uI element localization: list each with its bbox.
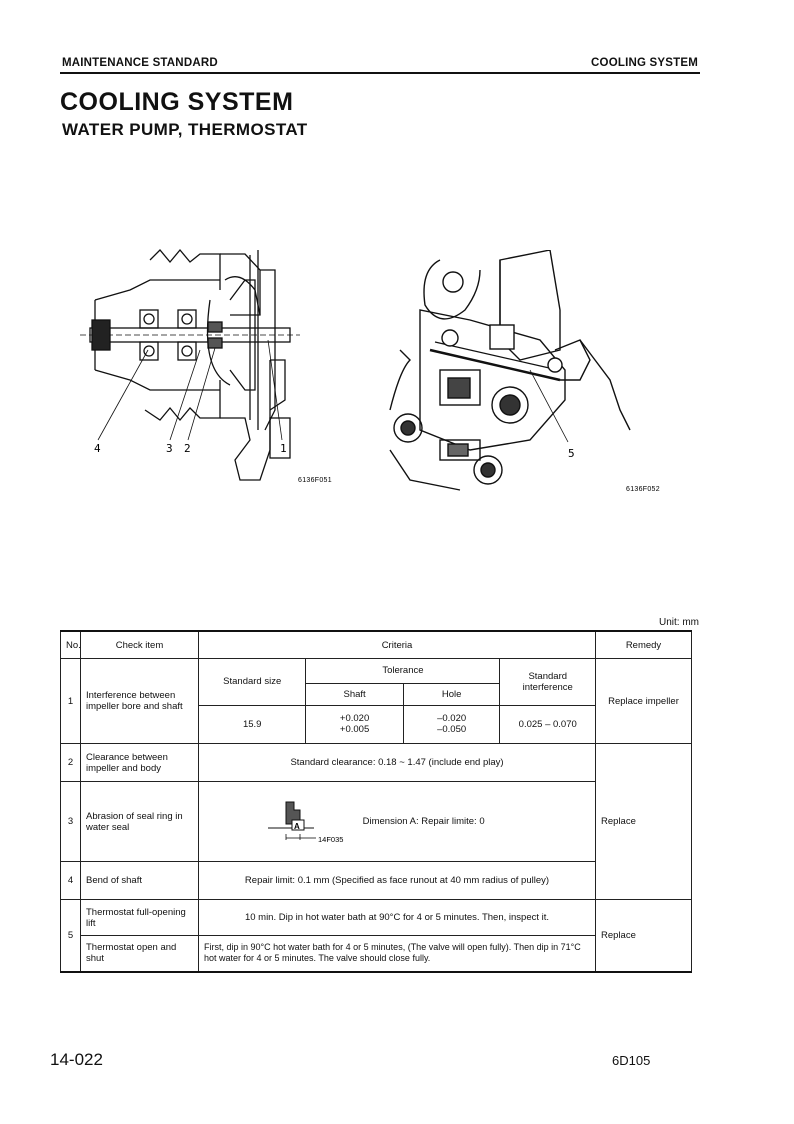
row-check-item: Bend of shaft — [80, 861, 199, 900]
row-criteria: 10 min. Dip in hot water bath at 90°C fo… — [198, 899, 596, 936]
col-header-check-item: Check item — [80, 630, 199, 659]
page-number: 14-022 — [50, 1050, 103, 1069]
header-section-label: MAINTENANCE STANDARD — [62, 57, 218, 69]
seal-criteria-text: Dimension A: Repair limite: 0 — [362, 816, 485, 827]
right-figure-code: 6136F052 — [626, 486, 660, 493]
hole-tolerance-lower: –0.050 — [437, 724, 467, 736]
table-row: 4 Bend of shaft Repair limit: 0.1 mm (Sp… — [60, 861, 692, 900]
callout-2: 2 — [184, 442, 191, 455]
interference-value: 0.025 – 0.070 — [499, 704, 595, 743]
shaft-header: Shaft — [305, 682, 404, 706]
standard-size-header: Standard size — [199, 659, 307, 706]
engine-model: 6D105 — [612, 1053, 651, 1068]
callout-3: 3 — [166, 442, 173, 455]
hole-header: Hole — [402, 682, 501, 706]
left-figure-code: 6136F051 — [298, 477, 332, 484]
shaft-tolerance-upper: +0.020 — [339, 713, 370, 725]
row-check-item: Abrasion of seal ring in water seal — [80, 781, 199, 862]
standard-interference-header: Standard interference — [499, 659, 595, 706]
header-chapter-label: COOLING SYSTEM — [591, 57, 698, 69]
row-no: 4 — [60, 861, 81, 900]
table-row: 3 Abrasion of seal ring in water seal A … — [60, 781, 692, 862]
unit-label: Unit: mm — [659, 617, 699, 628]
row-check-item: Thermostat full-opening lift — [80, 899, 199, 936]
callout-1: 1 — [280, 442, 287, 455]
seal-dimension-label: A — [294, 822, 300, 831]
row-no: 2 — [60, 743, 81, 782]
row-criteria: Repair limit: 0.1 mm (Specified as face … — [198, 861, 596, 900]
table-row: 1 Interference between impeller bore and… — [60, 658, 692, 744]
tolerance-header: Tolerance — [305, 659, 501, 684]
hole-tolerance-upper: –0.020 — [437, 713, 467, 725]
shaft-tolerance: +0.020 +0.005 — [305, 704, 404, 743]
col-header-criteria: Criteria — [198, 630, 596, 659]
shaft-tolerance-lower: +0.005 — [339, 724, 370, 736]
water-pump-section-figure: 4 3 2 1 6136F051 — [80, 248, 332, 484]
table-row: 5 Thermostat full-opening lift 10 min. D… — [60, 899, 692, 973]
col-header-remedy: Remedy — [595, 630, 692, 659]
row-check-item: Clearance between impeller and body — [80, 743, 199, 782]
thermostat-housing-figure: 5 6136F052 — [389, 250, 660, 493]
row-no: 1 — [60, 658, 81, 744]
standard-size-value: 15.9 — [199, 704, 307, 743]
page-subtitle: WATER PUMP, THERMOSTAT — [62, 120, 308, 139]
row-criteria: Standard clearance: 0.18 ~ 1.47 (include… — [198, 743, 596, 782]
row-check-item: Thermostat open and shut — [80, 935, 199, 973]
row-check-item: Interference between impeller bore and s… — [80, 658, 199, 744]
row-remedy: Replace — [595, 899, 692, 973]
row-no: 3 — [60, 781, 81, 862]
callout-4: 4 — [94, 442, 101, 455]
row-criteria: First, dip in 90°C hot water bath for 4 … — [198, 935, 596, 973]
col-header-no: No. — [60, 630, 81, 659]
row-criteria: Standard size Tolerance Standard interfe… — [198, 658, 596, 744]
page-title: COOLING SYSTEM — [60, 88, 294, 116]
seal-ring-figure: A 14F035 — [268, 801, 343, 844]
table-row: 2 Clearance between impeller and body St… — [60, 743, 692, 900]
row-remedy: Replace — [595, 743, 692, 900]
hole-tolerance: –0.020 –0.050 — [402, 704, 501, 743]
maintenance-standard-table: No. Check item Criteria Remedy 1 Interfe… — [60, 630, 692, 973]
table-row: Thermostat open and shut First, dip in 9… — [61, 935, 692, 973]
row-remedy: Replace impeller — [595, 658, 692, 744]
row-no: 5 — [60, 899, 81, 973]
callout-5: 5 — [568, 447, 575, 460]
seal-figure-code: 14F035 — [318, 835, 343, 844]
header-rule — [60, 72, 700, 74]
row-criteria: A 14F035 Dimension A: Repair limite: 0 — [198, 781, 596, 862]
